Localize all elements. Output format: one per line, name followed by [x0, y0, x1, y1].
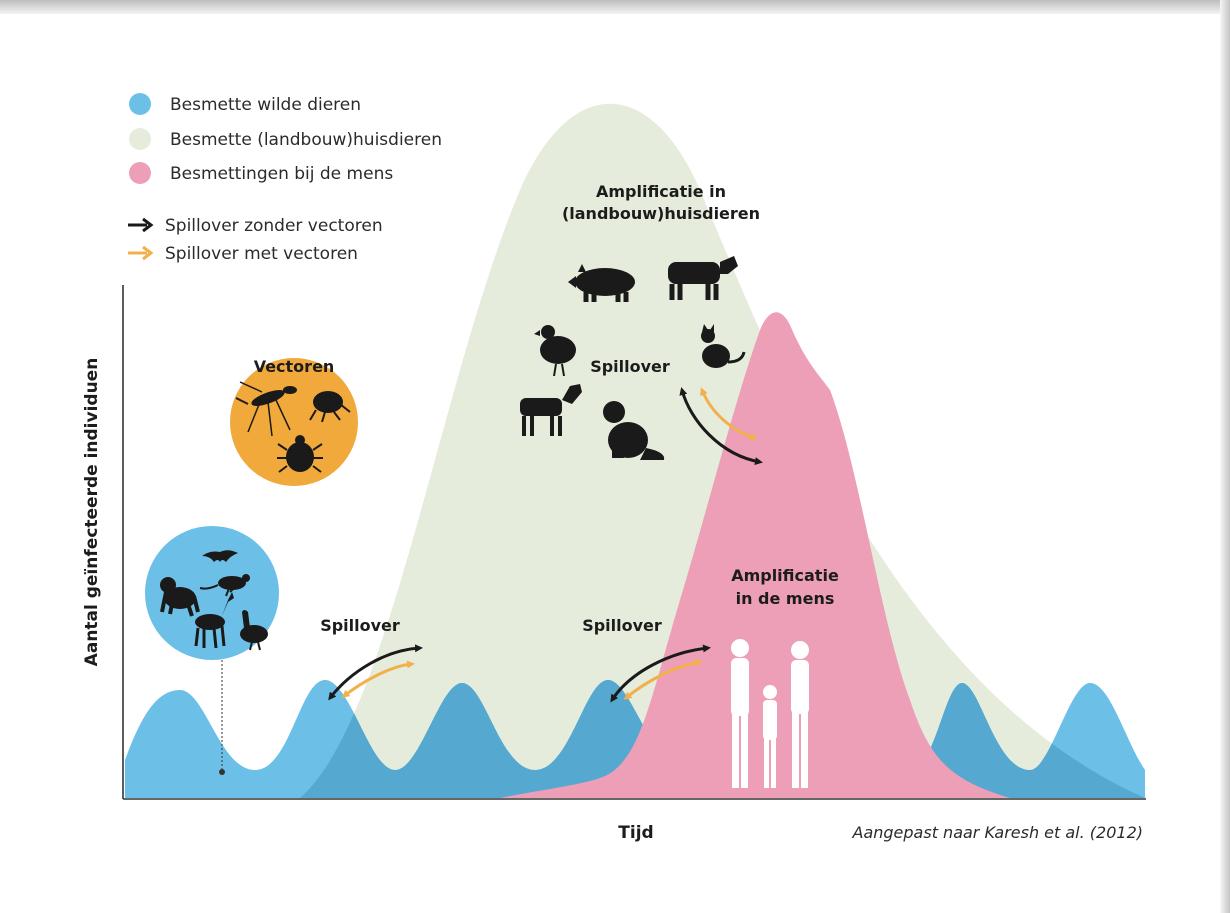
legend-swatch-human	[129, 162, 151, 184]
legend-label-spillover-vectors: Spillover met vectoren	[165, 244, 358, 264]
flea-icon	[309, 391, 351, 423]
goose-icon	[240, 610, 268, 651]
wild-domestic-overlap	[300, 680, 1145, 798]
spillover-arrow-orange-middle	[623, 658, 703, 700]
spillover-arrow-orange-left	[341, 660, 415, 698]
legend-label-domestic: Besmette (landbouw)huisdieren	[170, 130, 442, 150]
rat-icon	[199, 574, 250, 590]
child-icon	[763, 685, 777, 788]
spillover-arrow-orange-top	[700, 387, 758, 441]
amplification-human-label-2: in de mens	[736, 589, 835, 608]
legend-swatch-wild	[129, 93, 151, 115]
cat-icon	[701, 324, 746, 368]
cow-icon	[668, 256, 738, 300]
mosquito-icon	[235, 381, 297, 437]
bat-icon	[202, 550, 238, 562]
human-infections-curve	[500, 312, 1010, 798]
pig-icon	[568, 264, 635, 302]
legend-label-wild: Besmette wilde dieren	[170, 95, 361, 115]
adult-man-icon	[731, 639, 749, 788]
spillover-left-label: Spillover	[320, 616, 400, 635]
chicken-icon	[534, 325, 576, 377]
legend-label-spillover-no-vectors: Spillover zonder vectoren	[165, 216, 383, 236]
amplification-domestic-label-2: (landbouw)huisdieren	[562, 204, 760, 223]
vectors-group: Vectoren	[230, 357, 358, 486]
arrow-orange-legend-icon	[128, 245, 154, 261]
x-axis-label: Tijd	[618, 823, 653, 843]
chimpanzee-icon	[160, 577, 200, 617]
source-citation: Aangepast naar Karesh et al. (2012)	[852, 823, 1144, 842]
amplification-human-label-1: Amplificatie	[731, 566, 839, 585]
deer-icon	[194, 585, 237, 649]
amplification-domestic-label-1: Amplificatie in	[596, 182, 726, 201]
adult-woman-icon	[791, 641, 809, 788]
vectors-circle	[230, 358, 358, 486]
arrow-black-legend-icon	[128, 217, 154, 233]
y-axis-label: Aantal geïnfecteerde individuen	[82, 358, 102, 667]
tick-icon	[277, 435, 323, 473]
legend-label-human: Besmettingen bij de mens	[170, 164, 393, 184]
legend-swatch-domestic	[129, 128, 151, 150]
goat-icon	[520, 384, 582, 436]
legend: Besmette wilde dieren Besmette (landbouw…	[128, 93, 442, 264]
spillover-top-label: Spillover	[590, 357, 670, 376]
wild-pointer-dot	[219, 769, 225, 775]
wild-animals-group	[145, 526, 279, 775]
vectors-label: Vectoren	[254, 357, 335, 376]
dog-icon	[603, 401, 665, 460]
spillover-middle-label: Spillover	[582, 616, 662, 635]
